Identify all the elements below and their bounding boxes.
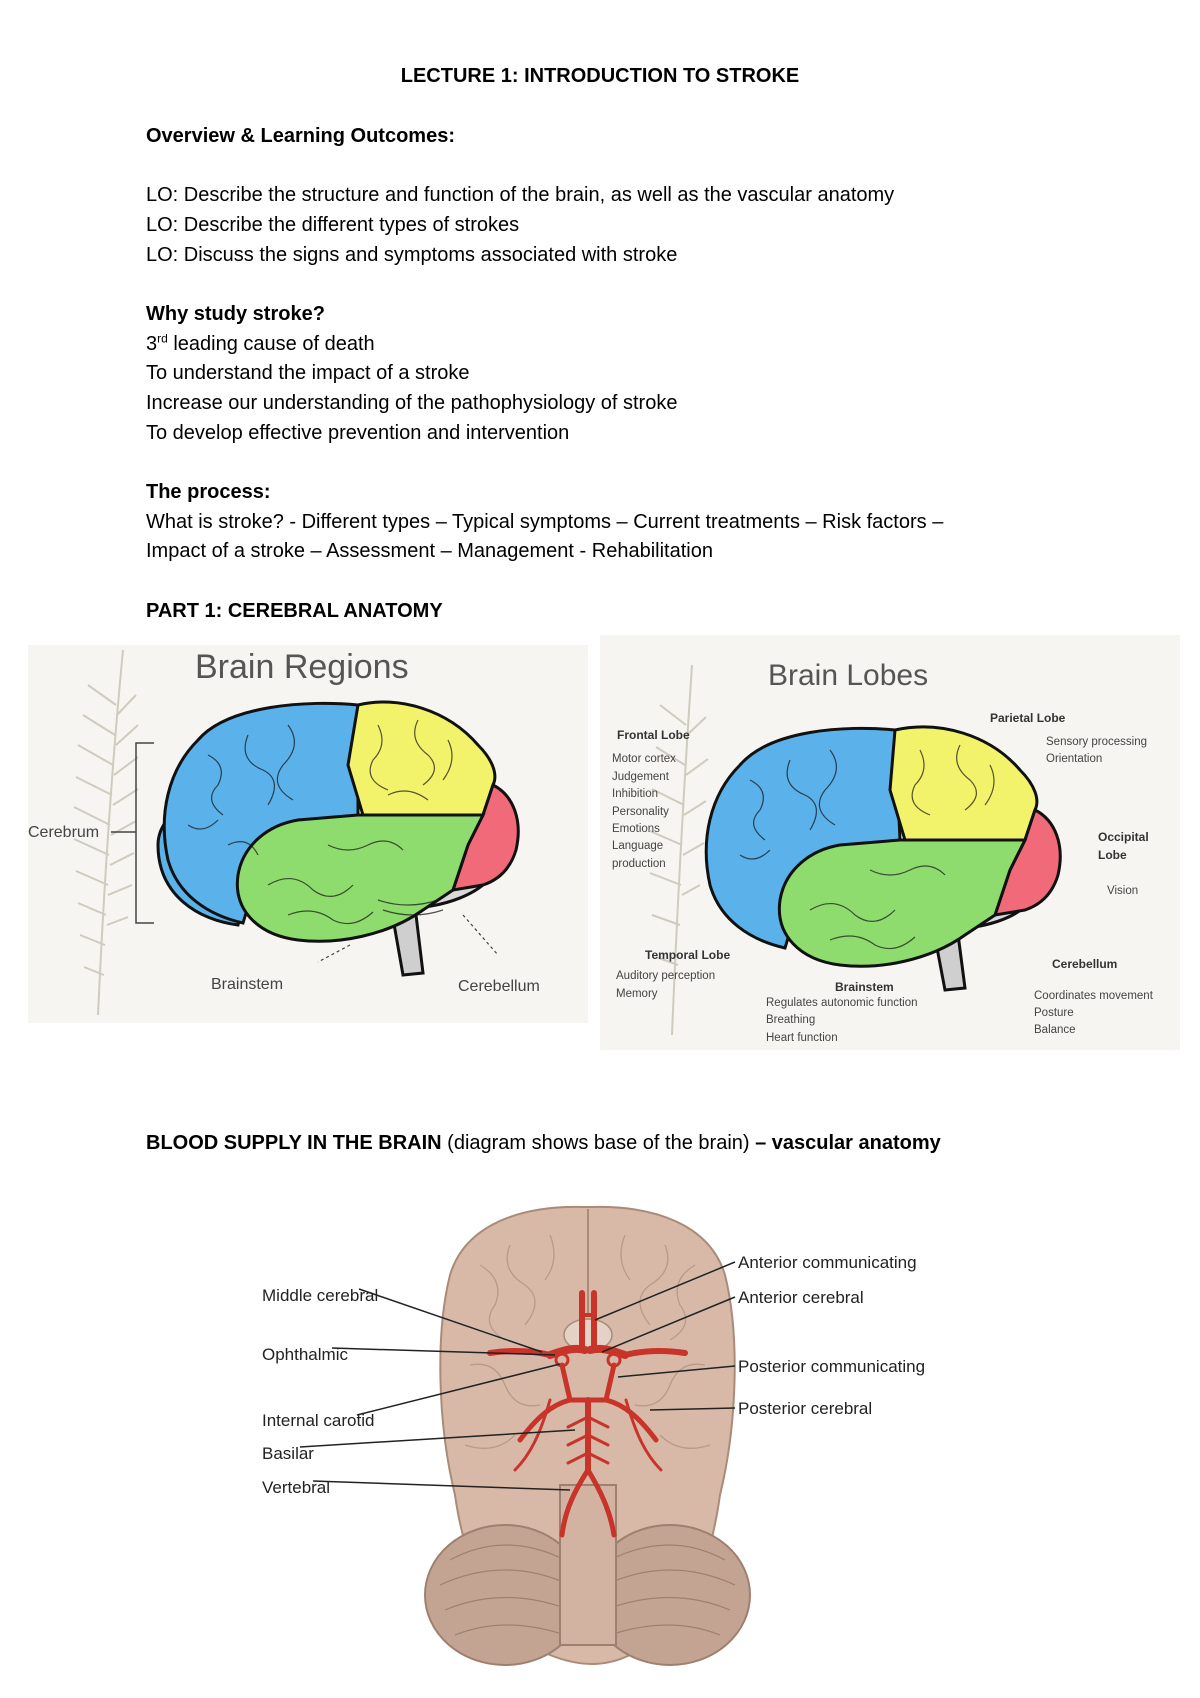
brainstem-function-2: Breathing: [766, 1014, 815, 1026]
frontal-function-3: Inhibition: [612, 788, 658, 800]
decorative-plume: [649, 664, 709, 1036]
why-item-4: To develop effective prevention and inte…: [146, 422, 570, 444]
occipital-region: [450, 782, 520, 892]
occipital-lobe-label-2: Lobe: [1098, 848, 1127, 862]
arteries: [487, 1290, 688, 1538]
cerebellum-function-3: Balance: [1034, 1024, 1076, 1036]
label-posterior-cerebral: Posterior cerebral: [738, 1399, 872, 1418]
process-line-1: What is stroke? - Different types – Typi…: [146, 511, 944, 533]
frontal-function-2: Judgement: [612, 771, 670, 783]
label-middle-cerebral: Middle cerebral: [262, 1286, 378, 1305]
label-ophthalmic: Ophthalmic: [262, 1345, 348, 1364]
label-cerebrum: Cerebrum: [28, 824, 99, 841]
label-cerebellum: Cerebellum: [458, 978, 540, 995]
temporal-lobe-label: Temporal Lobe: [645, 948, 730, 962]
label-vertebral: Vertebral: [262, 1478, 330, 1497]
parietal-lobe-label: Parietal Lobe: [990, 711, 1066, 725]
page-title: LECTURE 1: INTRODUCTION TO STROKE: [400, 65, 800, 87]
frontal-function-5: Emotions: [612, 823, 660, 835]
why-item-2: To understand the impact of a stroke: [146, 362, 470, 384]
learning-outcome-1: LO: Describe the structure and function …: [146, 184, 895, 206]
frontal-function-7: production: [612, 858, 666, 870]
brainstem-function-3: Heart function: [766, 1032, 838, 1044]
process-line-2: Impact of a stroke – Assessment – Manage…: [146, 540, 713, 562]
vascular-anatomy-figure: Middle cerebral Ophthalmic Internal caro…: [262, 1205, 925, 1666]
label-internal-carotid: Internal carotid: [262, 1411, 374, 1430]
process-heading: The process:: [146, 481, 271, 503]
learning-outcome-3: LO: Discuss the signs and symptoms assoc…: [146, 244, 678, 266]
brainstem-label: Brainstem: [835, 980, 894, 994]
frontal-function-4: Personality: [612, 806, 669, 818]
part1-heading: PART 1: CEREBRAL ANATOMY: [146, 600, 443, 622]
temporal-function-2: Memory: [616, 988, 658, 1000]
label-posterior-communicating: Posterior communicating: [738, 1357, 925, 1376]
overview-heading: Overview & Learning Outcomes:: [146, 125, 455, 147]
leader-lines: [299, 1261, 736, 1491]
label-anterior-cerebral: Anterior cerebral: [738, 1288, 864, 1307]
occipital-lobe: [992, 807, 1062, 917]
frontal-function-6: Language: [612, 840, 663, 852]
why-study-heading: Why study stroke?: [146, 303, 325, 325]
brain-regions-drawing: [156, 700, 520, 977]
regions-title: Brain Regions: [195, 648, 409, 686]
decorative-plume: [73, 649, 139, 1016]
learning-outcome-2: LO: Describe the different types of stro…: [146, 214, 520, 236]
label-brainstem: Brainstem: [211, 976, 283, 993]
lobes-title: Brain Lobes: [768, 659, 928, 692]
why-item-3: Increase our understanding of the pathop…: [146, 392, 678, 414]
brain-lobes-figure: Brain Lobes Frontal Lobe Motor cortex Ju…: [600, 635, 1180, 1050]
occipital-lobe-label-1: Occipital: [1098, 830, 1149, 844]
cerebellum-function-2: Posture: [1034, 1007, 1074, 1019]
parietal-function-1: Sensory processing: [1046, 736, 1147, 748]
cerebellum-label: Cerebellum: [1052, 957, 1117, 971]
frontal-lobe-label: Frontal Lobe: [617, 728, 690, 742]
temporal-function-1: Auditory perception: [616, 970, 715, 982]
temporal-lobe: [777, 838, 1028, 968]
cerebellum-function-1: Coordinates movement: [1034, 990, 1154, 1002]
cerebrum-bracket: [135, 742, 154, 924]
brain-regions-figure: Brain Regions Cerebrum Brainstem Cerebel…: [28, 645, 588, 1023]
why-item-1: 3rd leading cause of death: [146, 331, 375, 355]
brainstem-function-1: Regulates autonomic function: [766, 997, 918, 1009]
parietal-function-2: Orientation: [1046, 753, 1102, 765]
label-anterior-communicating: Anterior communicating: [738, 1253, 917, 1272]
occipital-function-1: Vision: [1107, 885, 1138, 897]
blood-supply-heading: BLOOD SUPPLY IN THE BRAIN (diagram shows…: [146, 1132, 941, 1154]
frontal-function-1: Motor cortex: [612, 753, 676, 765]
label-basilar: Basilar: [262, 1444, 314, 1463]
